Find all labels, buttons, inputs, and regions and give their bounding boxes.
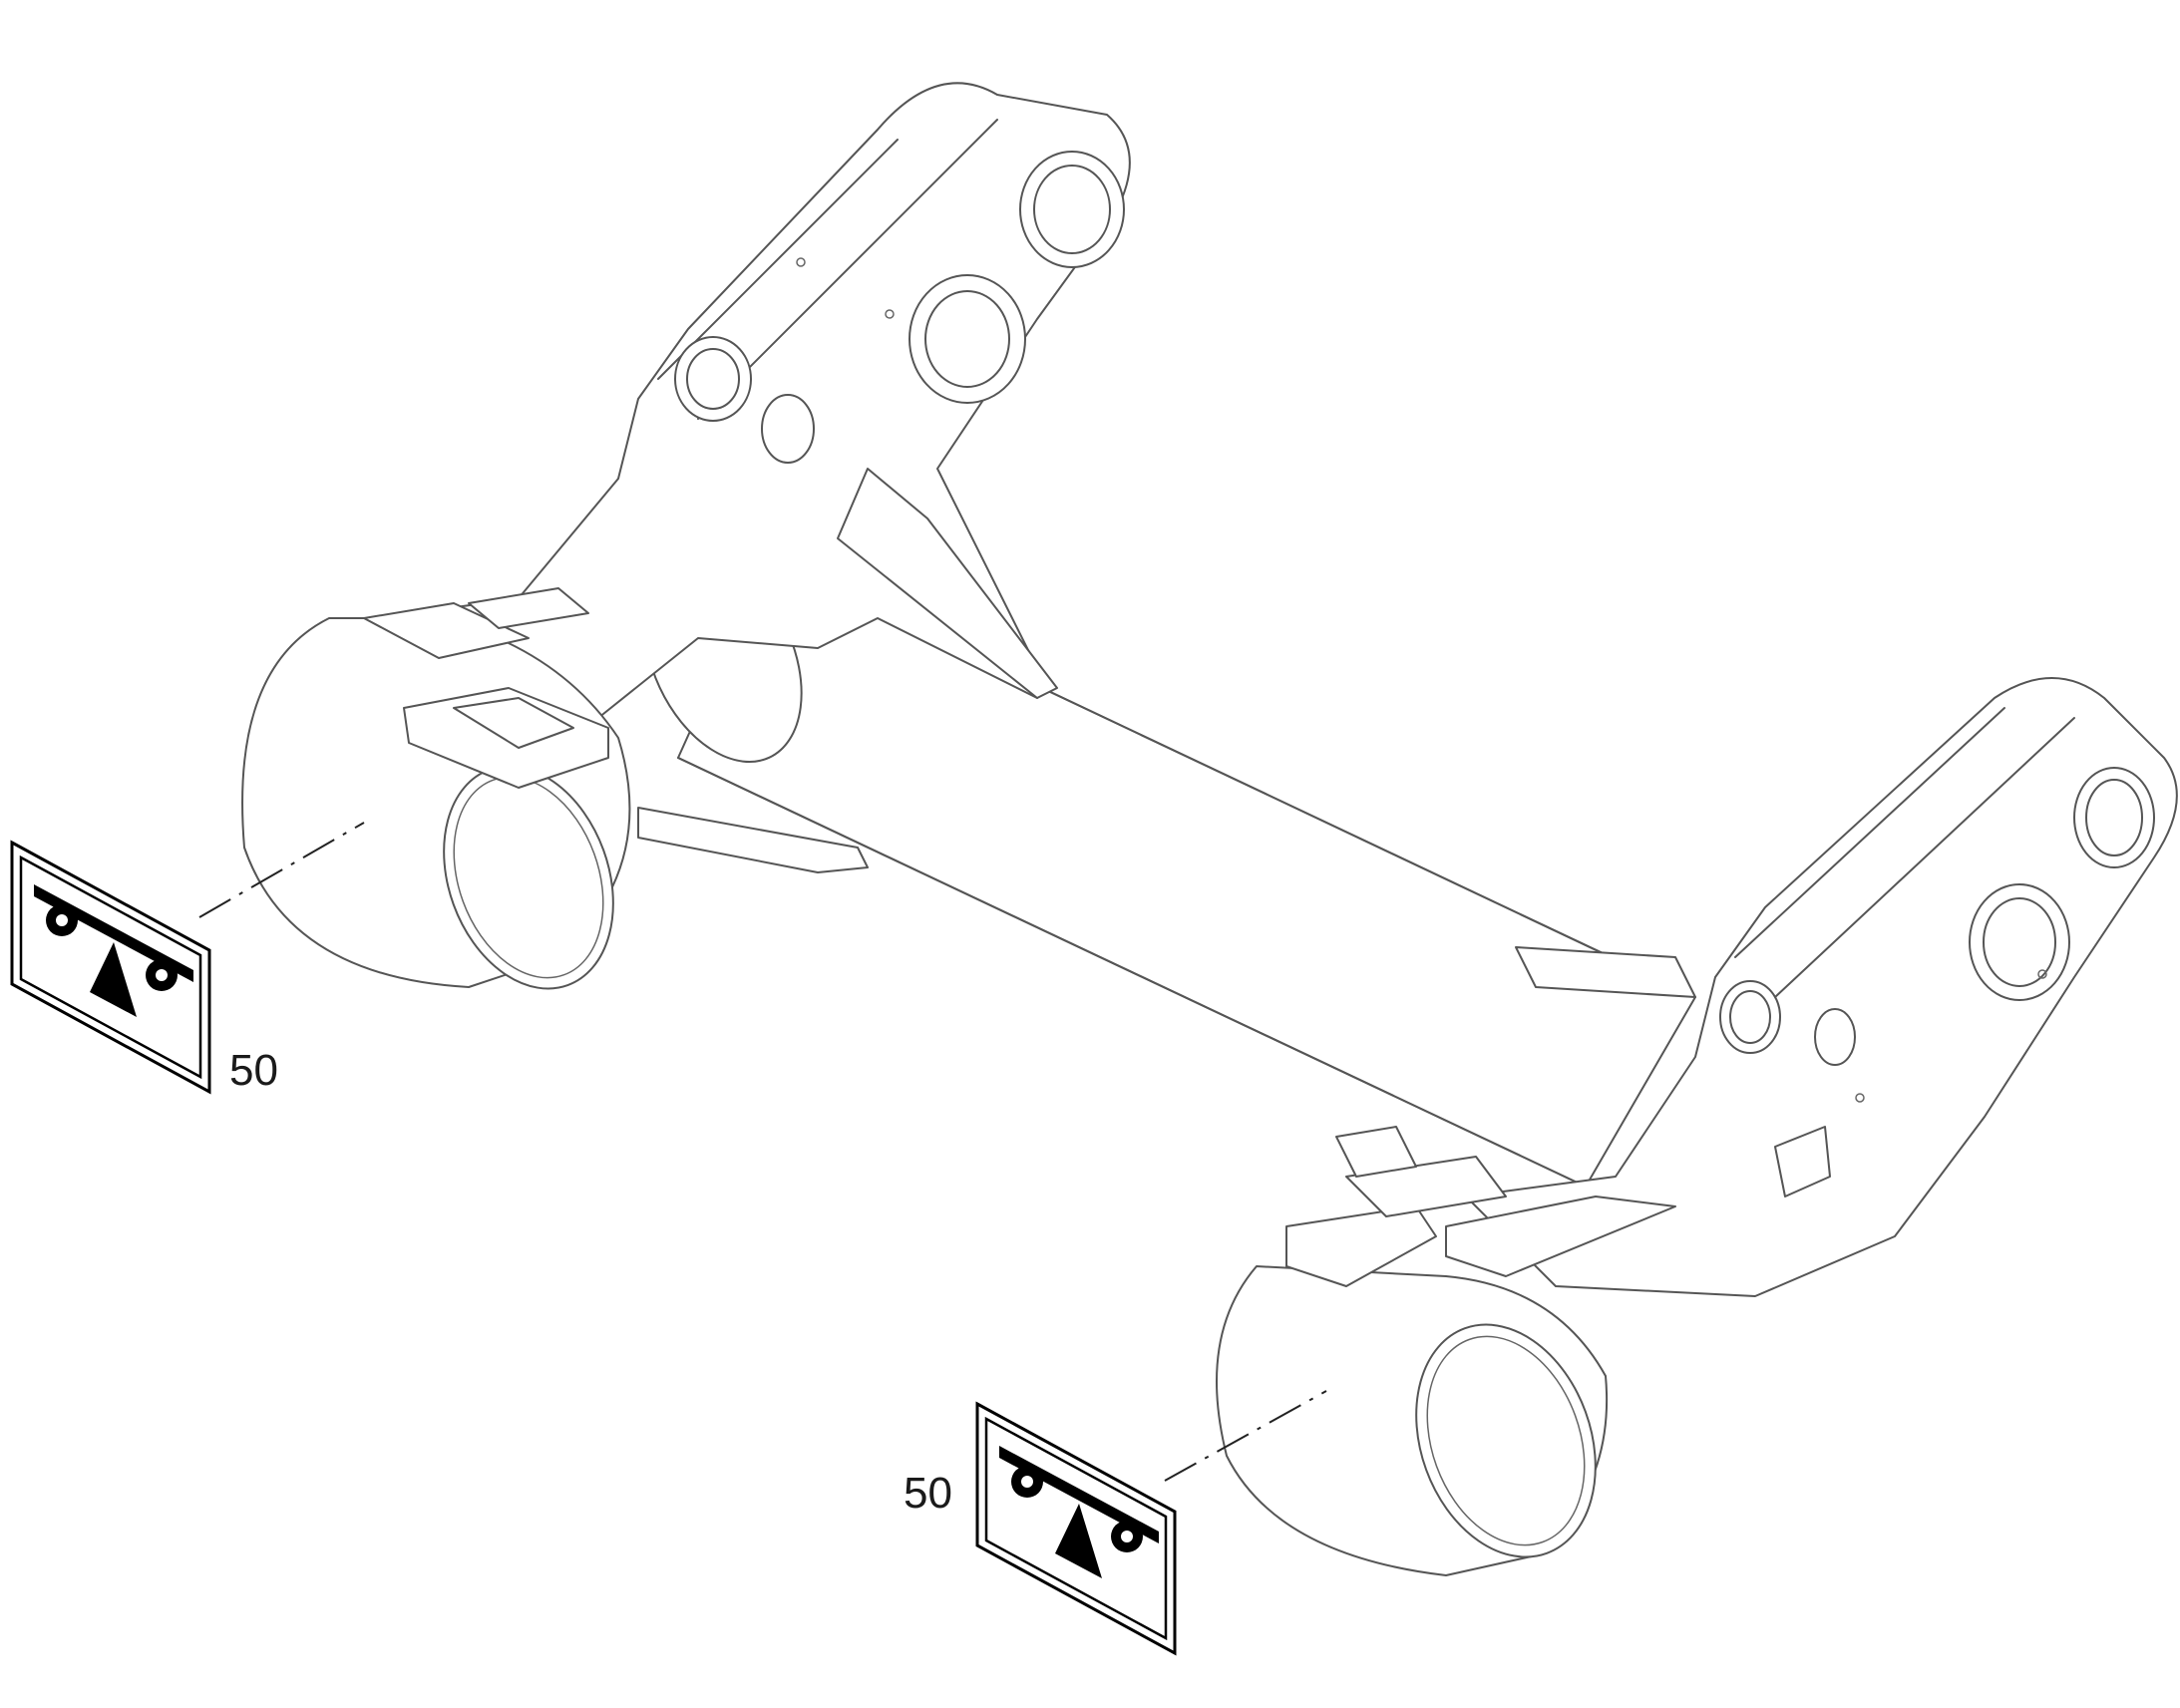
weight-decal-left [10,840,211,1095]
callout-number-left: 50 [229,1046,278,1095]
left-rear-bracket-arm [378,82,1131,719]
seesaw-balance-icon [999,1446,1159,1578]
weight-decal-right [975,1401,1177,1656]
seesaw-balance-icon [34,884,193,1017]
left-front-barrel [241,587,869,990]
callout-number-right: 50 [904,1469,952,1518]
right-rear-bracket-arm [1465,677,2178,1297]
right-front-barrel [1216,1126,1676,1576]
leader-line-left [198,822,365,918]
leader-line-right [1164,1390,1327,1482]
